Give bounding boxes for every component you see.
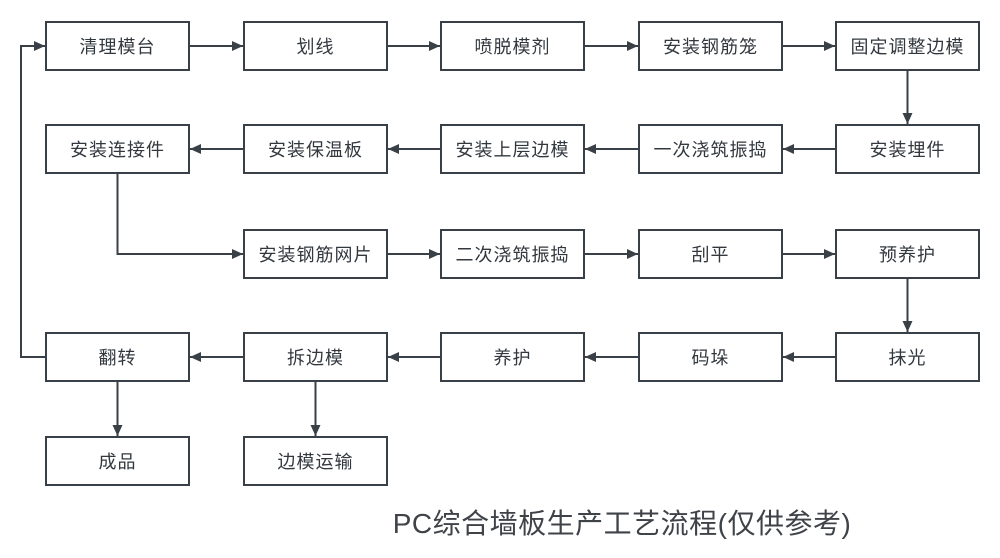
flow-node-clean-mold-table: 清理模台 bbox=[45, 21, 190, 71]
flow-node-spray-release-agent: 喷脱模剂 bbox=[440, 21, 585, 71]
flow-node-install-rebar-mesh: 安装钢筋网片 bbox=[243, 229, 388, 279]
flow-connector-flip-to-clean-mold-table bbox=[20, 41, 45, 358]
flow-node-label: 边模运输 bbox=[277, 452, 354, 472]
flow-node-second-pour-vibrate: 二次浇筑振捣 bbox=[440, 229, 585, 279]
flow-node-label: 清理模台 bbox=[79, 37, 156, 57]
flow-node-label: 一次浇筑振捣 bbox=[653, 140, 768, 160]
flow-node-label: 安装钢筋网片 bbox=[258, 245, 373, 265]
flow-node-label: 翻转 bbox=[98, 348, 137, 368]
flow-node-flip: 翻转 bbox=[45, 332, 190, 382]
flow-node-stacking: 码垛 bbox=[638, 332, 783, 382]
flow-node-trowel-finish: 抹光 bbox=[835, 332, 980, 382]
flow-node-screeding: 刮平 bbox=[638, 229, 783, 279]
flow-node-label: 拆边模 bbox=[287, 348, 344, 368]
flow-node-label: 抹光 bbox=[888, 348, 927, 368]
flow-node-label: 安装连接件 bbox=[70, 140, 165, 160]
flow-node-install-upper-side-mold: 安装上层边模 bbox=[440, 124, 585, 174]
flow-node-label: 固定调整边模 bbox=[850, 37, 965, 57]
flow-node-label: 码垛 bbox=[691, 348, 730, 368]
flow-node-first-pour-vibrate: 一次浇筑振捣 bbox=[638, 124, 783, 174]
flow-node-label: 成品 bbox=[98, 452, 137, 472]
flow-node-label: 安装钢筋笼 bbox=[663, 37, 758, 57]
flow-node-install-rebar-cage: 安装钢筋笼 bbox=[638, 21, 783, 71]
flow-node-label: 二次浇筑振捣 bbox=[455, 245, 570, 265]
flow-node-pre-curing: 预养护 bbox=[835, 229, 980, 279]
flow-node-install-embedded-parts: 安装埋件 bbox=[835, 124, 980, 174]
flow-node-label: 刮平 bbox=[691, 245, 730, 265]
flow-node-fix-adjust-side-mold: 固定调整边模 bbox=[835, 21, 980, 71]
diagram-title: PC综合墙板生产工艺流程(仅供参考) bbox=[392, 508, 852, 539]
flow-node-label: 安装保温板 bbox=[268, 140, 363, 160]
flow-node-finished-product: 成品 bbox=[45, 436, 190, 486]
flow-node-install-insulation-board: 安装保温板 bbox=[243, 124, 388, 174]
flow-node-label: 安装上层边模 bbox=[455, 140, 570, 160]
flow-node-label: 预养护 bbox=[879, 245, 936, 265]
flow-node-label: 喷脱模剂 bbox=[474, 37, 551, 57]
flow-node-side-mold-transport: 边模运输 bbox=[243, 436, 388, 486]
flow-node-label: 划线 bbox=[296, 37, 335, 57]
flow-node-install-connectors: 安装连接件 bbox=[45, 124, 190, 174]
flow-node-label: 安装埋件 bbox=[869, 140, 946, 160]
flow-node-marking: 划线 bbox=[243, 21, 388, 71]
flow-node-label: 养护 bbox=[493, 348, 532, 368]
flow-node-remove-side-mold: 拆边模 bbox=[243, 332, 388, 382]
flow-node-curing: 养护 bbox=[440, 332, 585, 382]
flow-connector-install-connectors-to-install-rebar-mesh bbox=[116, 174, 243, 259]
